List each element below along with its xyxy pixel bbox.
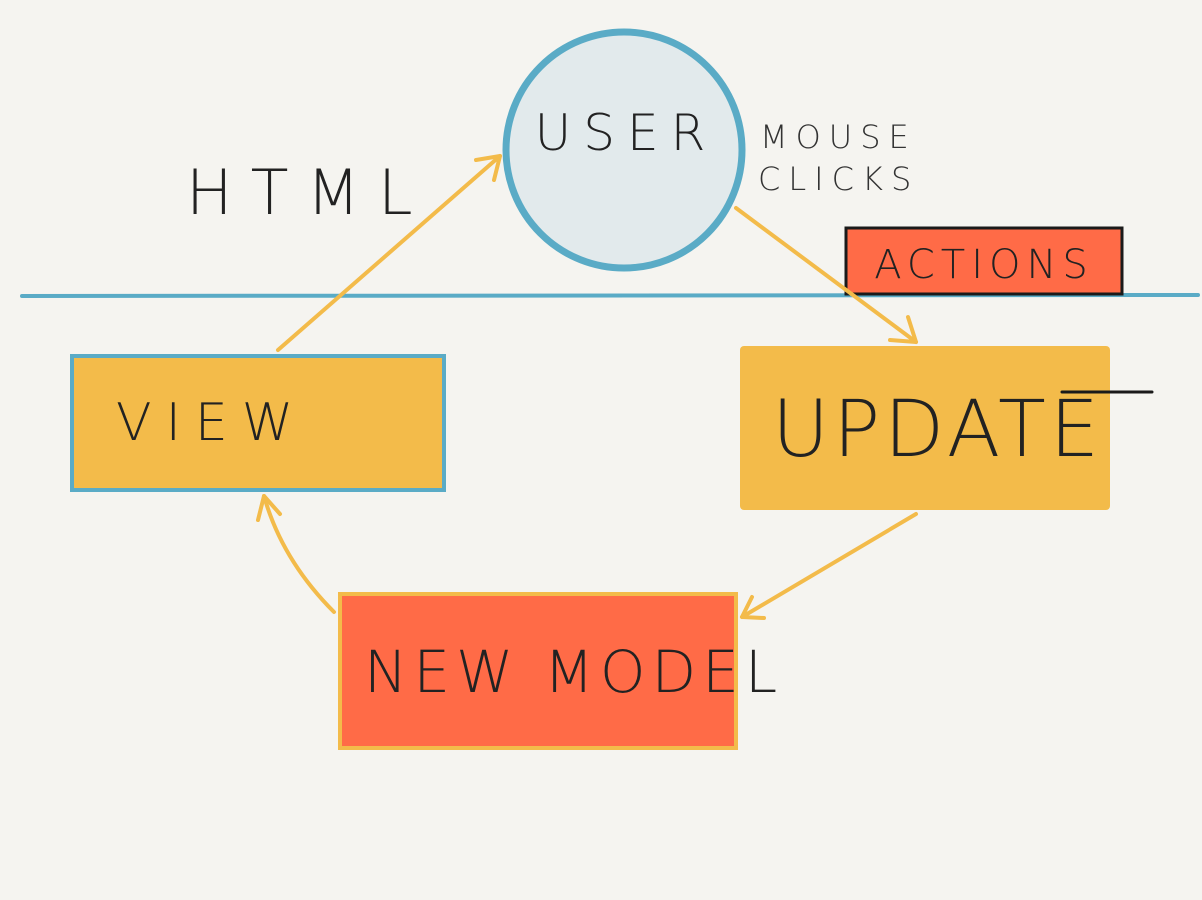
user-circle bbox=[502, 28, 746, 272]
view-label: VIEW bbox=[116, 393, 307, 453]
new-model-node: NEW MODEL bbox=[338, 592, 783, 750]
edge-update-to-new-model-line bbox=[740, 512, 918, 619]
clicks-annotation: CLICKS bbox=[758, 160, 919, 198]
user-node: USER bbox=[502, 28, 746, 272]
edge-user-to-update-line bbox=[734, 206, 918, 344]
view-node: VIEW bbox=[70, 354, 446, 492]
edge-new-model-to-view-line bbox=[262, 494, 336, 614]
actions-box bbox=[844, 226, 1124, 296]
mouse-annotation: MOUSE bbox=[760, 118, 917, 156]
new-model-label: NEW MODEL bbox=[364, 638, 783, 706]
edge-new-model-to-view-arrowhead bbox=[256, 494, 282, 522]
edge-view-to-user-arrowhead bbox=[474, 154, 502, 182]
update-box bbox=[740, 346, 1110, 510]
edge-view-to-user-line bbox=[276, 154, 502, 352]
edge-update-to-new-model-arrowhead bbox=[740, 595, 766, 620]
update-label: UPDATE bbox=[772, 385, 1103, 475]
edge-new-model-to-view bbox=[256, 494, 336, 614]
edge-user-to-update-arrowhead bbox=[888, 315, 918, 344]
new-model-box bbox=[338, 592, 738, 750]
view-box bbox=[70, 354, 446, 492]
edge-user-to-update bbox=[734, 206, 918, 344]
actions-label: ACTIONS bbox=[874, 242, 1094, 288]
edge-update-to-new-model bbox=[740, 512, 918, 620]
update-node: UPDATE bbox=[740, 346, 1154, 510]
edge-view-to-user bbox=[276, 154, 502, 352]
user-label: USER bbox=[535, 104, 718, 162]
html-annotation: HTML bbox=[186, 156, 431, 229]
actions-node: ACTIONS bbox=[844, 226, 1124, 296]
